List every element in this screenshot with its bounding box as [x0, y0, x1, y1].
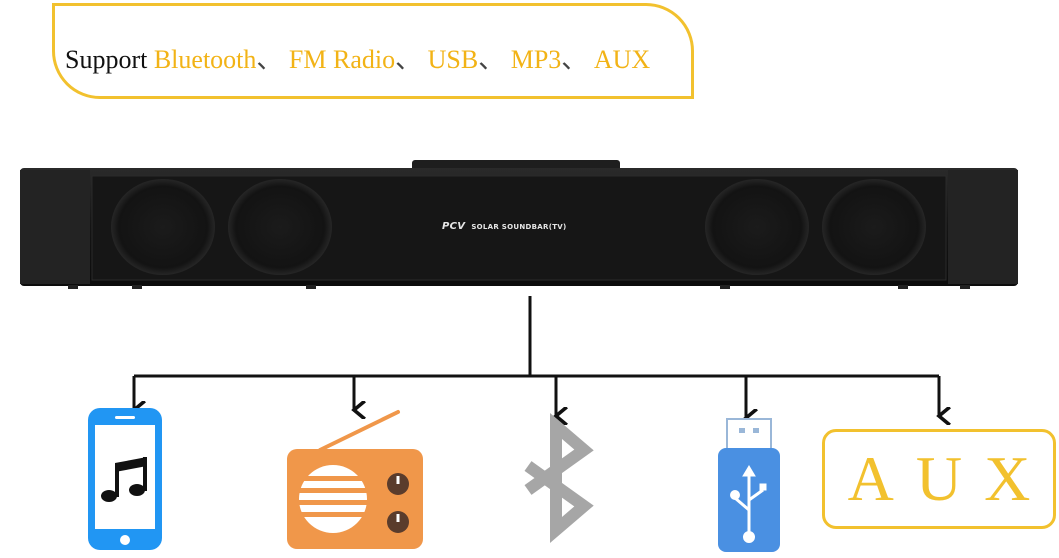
soundbar-foot: [960, 285, 970, 289]
feature-separator: 、: [561, 45, 588, 74]
aux-label: AUX: [847, 443, 1053, 514]
feature-mp3: MP3: [510, 45, 562, 74]
soundbar-foot: [898, 285, 908, 289]
support-label: Support: [65, 45, 148, 74]
soundbar-foot: [306, 285, 316, 289]
connector-tree: [134, 296, 939, 418]
feature-usb: USB: [427, 45, 479, 74]
speaker-driver: [228, 179, 332, 275]
soundbar-foot: [720, 285, 730, 289]
bluetooth-icon: [524, 412, 594, 544]
feature-bluetooth: Bluetooth: [153, 45, 257, 74]
soundbar-left-cap: [20, 170, 90, 284]
features-text: Support Bluetooth、 FM Radio、 USB、 MP3、 A…: [65, 39, 650, 76]
aux-label-box: AUX: [822, 429, 1056, 529]
feature-fm-radio: FM Radio: [288, 45, 396, 74]
brand-logo: PCV: [442, 221, 466, 232]
features-callout: Support Bluetooth、 FM Radio、 USB、 MP3、 A…: [52, 3, 694, 99]
feature-separator: 、: [256, 45, 283, 74]
soundbar-brand-label: PCV SOLAR SOUNDBAR(TV): [442, 218, 588, 235]
phone-music-icon: [88, 408, 162, 550]
soundbar-foot: [132, 285, 142, 289]
usb-drive-icon: [718, 418, 780, 552]
speaker-driver: [111, 179, 215, 275]
model-label: SOLAR SOUNDBAR(TV): [471, 222, 567, 231]
speaker-driver: [705, 179, 809, 275]
radio-icon: [287, 410, 423, 549]
soundbar-foot: [68, 285, 78, 289]
feature-aux: AUX: [593, 45, 651, 74]
soundbar: [20, 160, 1018, 289]
soundbar-right-cap: [948, 170, 1018, 284]
feature-separator: 、: [478, 45, 505, 74]
feature-separator: 、: [395, 45, 422, 74]
speaker-driver: [822, 179, 926, 275]
